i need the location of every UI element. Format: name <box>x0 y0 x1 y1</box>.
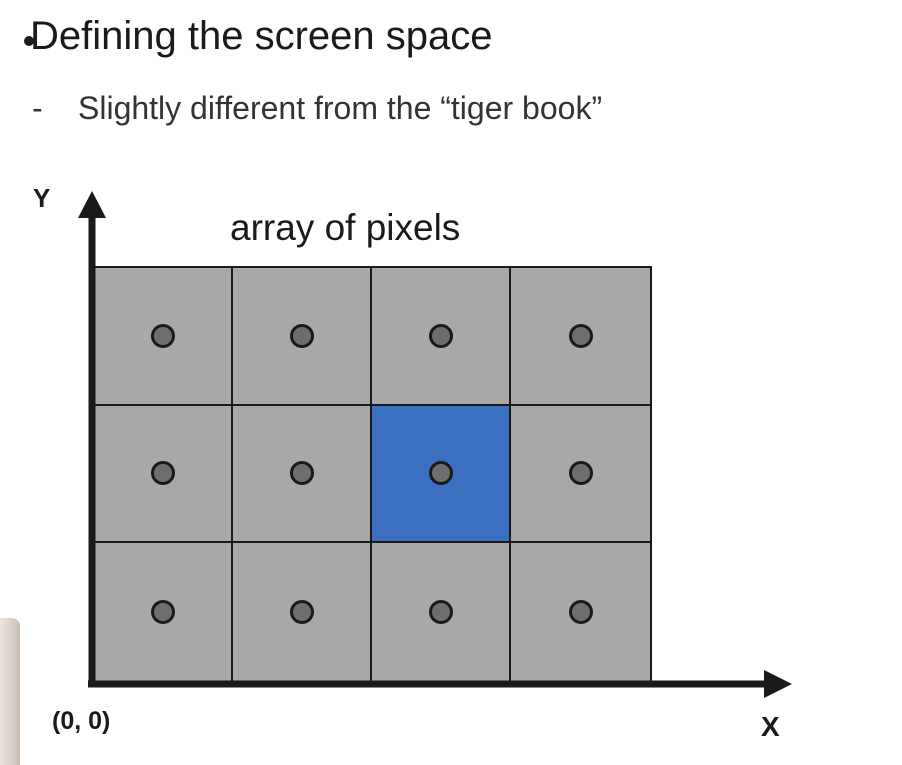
y-axis-label: Y <box>33 183 51 213</box>
subpoint: -Slightly different from the “tiger book… <box>32 84 602 132</box>
pixel-center-dot <box>428 600 453 625</box>
bullet-dot <box>24 36 34 46</box>
pixel-cell <box>372 543 511 681</box>
pixel-center-dot <box>568 600 593 625</box>
origin-label: (0, 0) <box>52 707 111 735</box>
pixel-cell <box>94 268 233 406</box>
subpoint-text: Slightly different from the “tiger book” <box>78 90 603 126</box>
subpoint-dash: - <box>32 90 43 126</box>
pixel-center-dot <box>289 600 314 625</box>
slide-title-text: Defining the screen space <box>30 14 493 58</box>
slide-title: Defining the screen space <box>24 8 493 64</box>
speaker-video-thumbnail <box>0 618 20 765</box>
pixel-cell <box>233 405 372 544</box>
y-axis-arrowhead <box>78 191 106 218</box>
pixel-cell-highlighted <box>372 405 511 544</box>
pixel-center-dot <box>289 323 314 348</box>
pixel-center-dot <box>150 461 175 486</box>
pixel-cell <box>233 268 372 406</box>
pixel-cell <box>94 405 233 544</box>
pixel-cell <box>511 543 650 681</box>
pixel-cell <box>233 543 372 681</box>
pixel-cell <box>94 543 233 681</box>
pixel-center-dot <box>568 323 593 348</box>
pixel-cell <box>511 268 650 406</box>
pixel-cell <box>511 405 650 544</box>
pixel-cell <box>372 268 511 406</box>
x-axis-arrowhead <box>764 670 792 698</box>
pixel-grid <box>92 266 652 683</box>
pixel-center-dot <box>289 461 314 486</box>
pixel-center-dot <box>150 323 175 348</box>
pixel-center-dot <box>568 461 593 486</box>
diagram-caption: array of pixels <box>230 207 461 248</box>
pixel-center-dot <box>150 600 175 625</box>
x-axis-label: X <box>761 711 780 742</box>
pixel-center-dot <box>428 461 453 486</box>
pixel-center-dot <box>428 323 453 348</box>
